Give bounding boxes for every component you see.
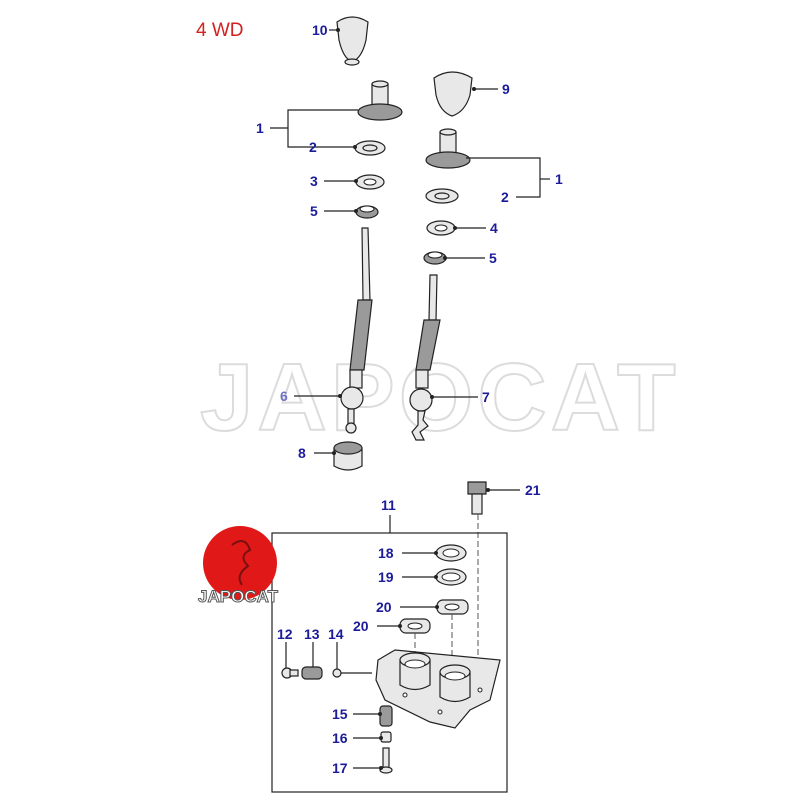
- callout-14: 14: [328, 626, 344, 642]
- boot-left[interactable]: [357, 80, 403, 121]
- bush-right[interactable]: [423, 251, 447, 265]
- callout-6: 6: [280, 388, 288, 404]
- callout-21: 21: [525, 482, 541, 498]
- callout-5-right: 5: [489, 250, 497, 266]
- callout-11: 11: [381, 497, 396, 513]
- diagram-title: 4 WD: [196, 20, 244, 41]
- callout-9: 9: [502, 81, 510, 97]
- gear-knob-right[interactable]: [433, 71, 473, 117]
- gasket-20-right[interactable]: [436, 599, 469, 615]
- bolt[interactable]: [467, 481, 487, 515]
- callout-15: 15: [332, 706, 348, 722]
- callout-18: 18: [378, 545, 394, 561]
- shift-housing[interactable]: [375, 649, 501, 729]
- callout-8: 8: [298, 445, 306, 461]
- clip-left[interactable]: [355, 174, 385, 190]
- gear-knob-left[interactable]: [336, 16, 369, 66]
- callout-17: 17: [332, 760, 348, 776]
- seal-18[interactable]: [435, 544, 467, 562]
- bush-15[interactable]: [379, 705, 393, 727]
- callout-1-left: 1: [256, 120, 264, 136]
- callout-3: 3: [310, 173, 318, 189]
- gear-lever-left[interactable]: [340, 227, 373, 434]
- callout-12: 12: [277, 626, 293, 642]
- callout-10: 10: [312, 22, 328, 38]
- callout-4: 4: [490, 220, 498, 236]
- logo-text: JAPOCAT: [198, 587, 279, 606]
- sleeve[interactable]: [333, 441, 363, 471]
- washer-left[interactable]: [354, 140, 386, 156]
- gasket-20-left[interactable]: [399, 618, 431, 634]
- gear-lever-right[interactable]: [409, 274, 441, 441]
- plunger-12[interactable]: [281, 667, 299, 679]
- clip-right[interactable]: [426, 220, 456, 236]
- screw-17[interactable]: [379, 747, 393, 774]
- callout-16: 16: [332, 730, 348, 746]
- callout-2-left: 2: [309, 139, 317, 155]
- callout-1-right: 1: [555, 171, 563, 187]
- seal-19[interactable]: [435, 568, 467, 586]
- callout-13: 13: [304, 626, 320, 642]
- washer-right[interactable]: [425, 188, 459, 204]
- japocat-logo: JAPOCAT: [198, 526, 279, 607]
- ball-14[interactable]: [332, 668, 342, 678]
- callout-20-left: 20: [353, 618, 369, 634]
- callout-19: 19: [378, 569, 394, 585]
- spring-13[interactable]: [301, 666, 323, 680]
- boot-right[interactable]: [425, 128, 471, 169]
- callout-5-left: 5: [310, 203, 318, 219]
- bush-left[interactable]: [355, 205, 379, 219]
- callout-7: 7: [482, 389, 490, 405]
- callout-20-right: 20: [376, 599, 392, 615]
- callout-2-right: 2: [501, 189, 509, 205]
